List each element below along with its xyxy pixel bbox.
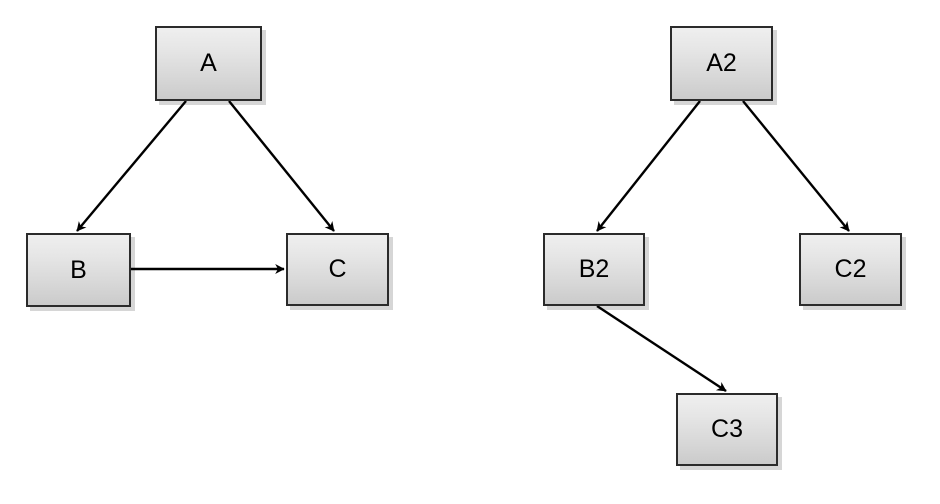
node-b[interactable]: B (26, 233, 131, 307)
node-c[interactable]: C (286, 233, 389, 306)
edge-a-to-c (228, 100, 335, 232)
node-label: C2 (834, 255, 867, 283)
node-b2[interactable]: B2 (543, 233, 645, 306)
node-label: A (200, 49, 217, 77)
node-label: B2 (578, 255, 610, 283)
edges-group (76, 100, 850, 393)
node-a[interactable]: A (155, 26, 262, 101)
edge-b2-to-c3 (596, 304, 727, 393)
edge-a2-to-b2 (596, 100, 701, 232)
node-a2[interactable]: A2 (670, 26, 773, 101)
node-c2[interactable]: C2 (799, 233, 902, 306)
node-label: B (70, 255, 87, 284)
edge-a2-to-c2 (742, 100, 850, 232)
edge-a-to-b (76, 100, 187, 232)
node-label: A2 (706, 49, 737, 77)
node-label: C3 (711, 415, 743, 443)
node-label: C (328, 255, 347, 283)
node-c3[interactable]: C3 (676, 393, 778, 466)
